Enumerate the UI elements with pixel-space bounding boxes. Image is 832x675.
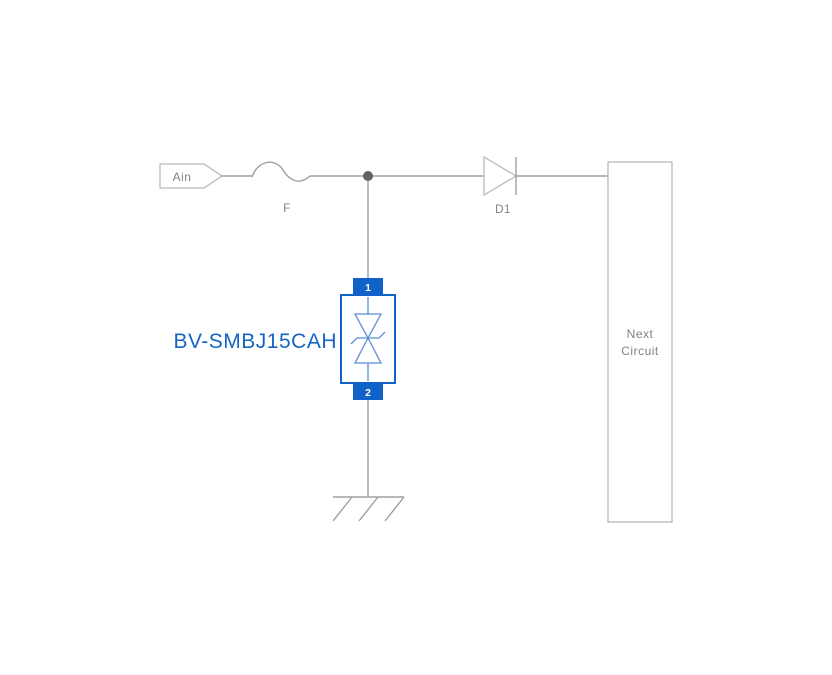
diode-anode-triangle [483,155,518,197]
tvs-part-number-label: BV-SMBJ15CAH [173,330,337,353]
ain-tag-label: Ain [173,170,192,184]
diode-label: D1 [495,204,511,216]
fuse-symbol: F [251,161,311,215]
next-circuit-box [607,161,673,523]
tvs-pin1-pad [353,278,383,295]
ain-tag-shape [159,163,224,189]
tvs-pin2-pad [353,383,383,400]
ain-net-tag: Ain [159,163,224,189]
junction-dot [363,171,373,181]
fuse-curve [251,161,311,182]
ground-symbol [332,496,405,522]
next-circuit-label-line1: Next [627,327,654,341]
next-circuit-block: Next Circuit [607,161,673,523]
tvs-bidirectional-diode-icon [350,297,386,381]
diode-symbol: D1 [483,155,518,216]
next-circuit-label-line2: Circuit [621,344,659,358]
tvs-pin1-label: 1 [365,282,371,294]
tvs-pin2-label: 2 [365,387,371,399]
tvs-component: 1 2 [340,278,396,400]
fuse-label: F [283,203,291,215]
